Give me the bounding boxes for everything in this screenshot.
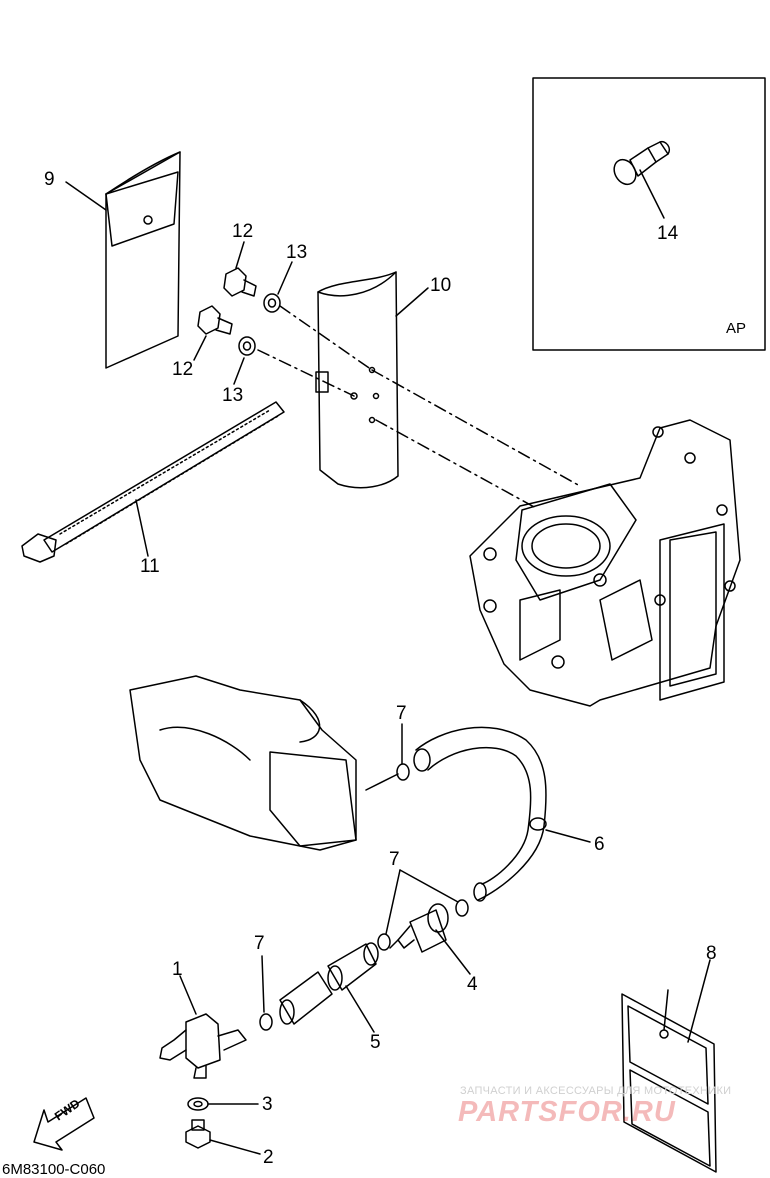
part-12-bolt-upper: [223, 267, 257, 297]
callout-13-lower: 13: [222, 385, 244, 406]
leader-13a: [277, 261, 293, 295]
leader-7c: [385, 869, 401, 935]
leader-12b: [193, 335, 207, 361]
part-13-washer-lower: [238, 336, 256, 356]
leader-4: [435, 929, 471, 975]
callout-8: 8: [706, 943, 717, 964]
part-6-hose: [413, 726, 547, 902]
carburetor-housing: [129, 675, 357, 851]
leader-7d: [261, 955, 265, 1013]
inset-box: [532, 77, 766, 351]
inset-label: AP: [726, 320, 747, 337]
drawing-code: 6M83100-C060: [2, 1161, 106, 1178]
callout-6: 6: [594, 834, 605, 855]
callout-3: 3: [262, 1094, 273, 1115]
part-13-washer-upper: [263, 293, 281, 313]
part-10-cover: [315, 271, 399, 489]
part-12-bolt-lower: [197, 305, 233, 335]
callout-5: 5: [370, 1032, 381, 1053]
leader-13b: [233, 357, 245, 385]
callout-2: 2: [263, 1147, 274, 1168]
callout-12-lower: 12: [172, 359, 194, 380]
hose-guide-line: [365, 773, 399, 791]
part-5-hose-segments: [279, 942, 379, 1025]
part-7-clip-c: [377, 933, 391, 951]
part-14-fitting: [613, 140, 671, 186]
callout-4: 4: [467, 974, 478, 995]
assembly-lines: [257, 305, 581, 509]
leader-14: [639, 169, 665, 219]
part-7-clip-a: [396, 763, 410, 781]
callout-11: 11: [140, 556, 160, 577]
part-1-fuel-cock: [159, 1013, 247, 1079]
part-7-clip-b: [455, 899, 469, 917]
engine-block: [469, 419, 741, 707]
leader-8: [687, 959, 711, 1043]
callout-7-middle: 7: [389, 849, 400, 870]
callout-7-left: 7: [254, 933, 265, 954]
callout-9: 9: [44, 169, 55, 190]
part-4-fuel-filter: [389, 903, 449, 953]
fwd-arrow-icon: [33, 1097, 95, 1151]
leader-2: [209, 1139, 261, 1155]
callout-10: 10: [430, 275, 452, 296]
leader-7b: [399, 869, 459, 903]
callout-13-upper: 13: [286, 242, 308, 263]
part-11-cable-tie: [21, 401, 285, 563]
watermark-logo: PARTSFOR.RU: [458, 1096, 676, 1128]
callout-7-top: 7: [396, 703, 407, 724]
leader-6: [545, 829, 591, 843]
watermark-text: ЗАПЧАСТИ И АКСЕССУАРЫ ДЛЯ МОТОТЕХНИКИ: [460, 1085, 732, 1097]
part-9-card: [105, 151, 181, 369]
callout-1: 1: [172, 959, 183, 980]
leader-11: [135, 499, 149, 557]
callout-14: 14: [657, 223, 679, 244]
part-7-clip-d: [259, 1013, 273, 1031]
leader-10: [395, 287, 429, 317]
part-8-label: [621, 989, 717, 1173]
leader-1: [179, 975, 197, 1015]
callout-12-upper: 12: [232, 221, 254, 242]
leader-9: [65, 181, 107, 211]
part-3-washer: [187, 1097, 209, 1111]
leader-12a: [235, 241, 245, 269]
leader-5: [345, 985, 375, 1033]
part-2-bolt: [185, 1119, 211, 1149]
